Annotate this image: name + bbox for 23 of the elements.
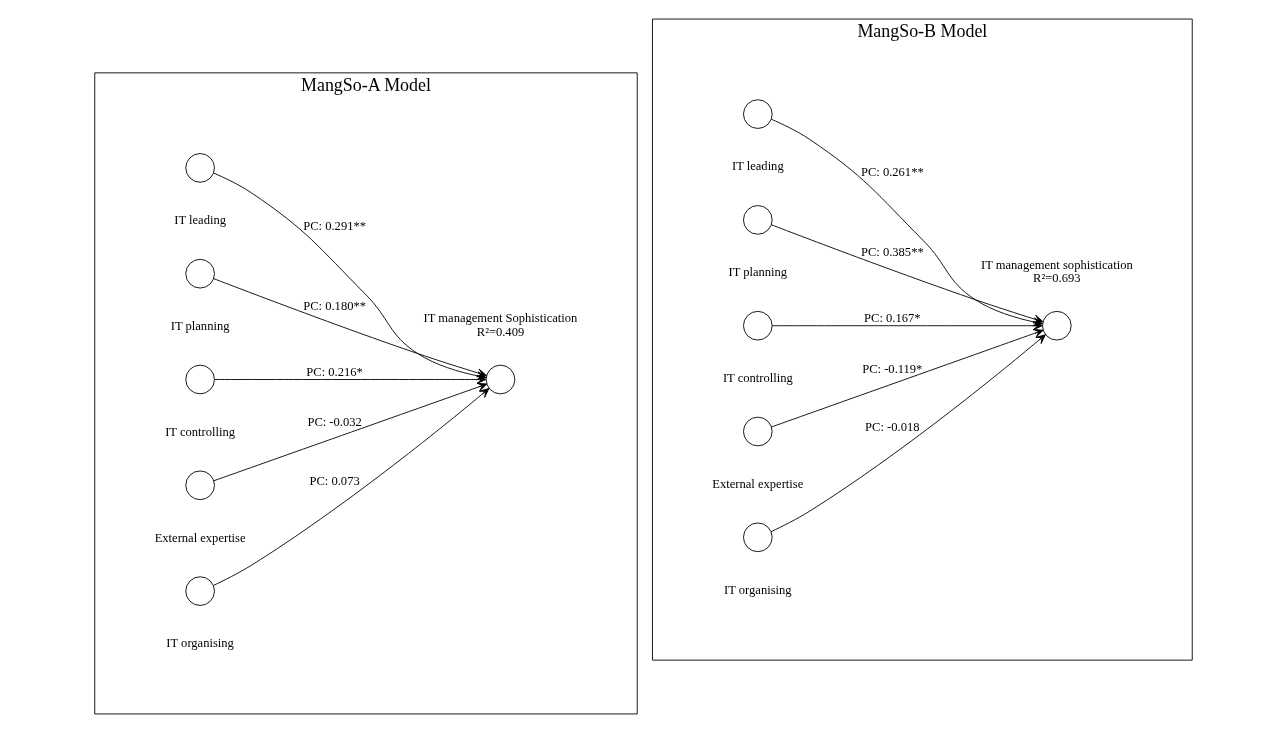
node-label: External expertise [154,530,246,545]
node-label: IT management Sophistication [423,311,577,326]
edge-label: PC: -0.119* [861,361,922,376]
edge-label: PC: 0.385** [860,244,924,259]
edge-label: PC: 0.073 [309,473,360,488]
node-label: IT controlling [722,370,793,385]
node-label: IT organising [723,582,792,597]
edge-label: PC: -0.018 [864,419,920,434]
edge-label: PC: -0.032 [306,415,362,430]
node-label: IT leading [731,159,784,174]
node-label: IT management sophistication [980,257,1133,272]
node-label: IT leading [173,213,226,228]
node-label: External expertise [711,476,803,491]
edge-label: PC: 0.261** [860,165,924,180]
node-label: IT planning [727,265,787,280]
node-label: R²=0.409 [476,324,524,339]
node-label: IT controlling [164,424,235,439]
edge-label: PC: 0.216* [305,365,363,380]
edge-label: PC: 0.180** [302,298,366,313]
edge-label: PC: 0.291** [302,218,366,233]
node-label: IT planning [170,318,229,333]
node-label: IT organising [165,636,234,651]
edge-label: PC: 0.167* [863,311,921,326]
